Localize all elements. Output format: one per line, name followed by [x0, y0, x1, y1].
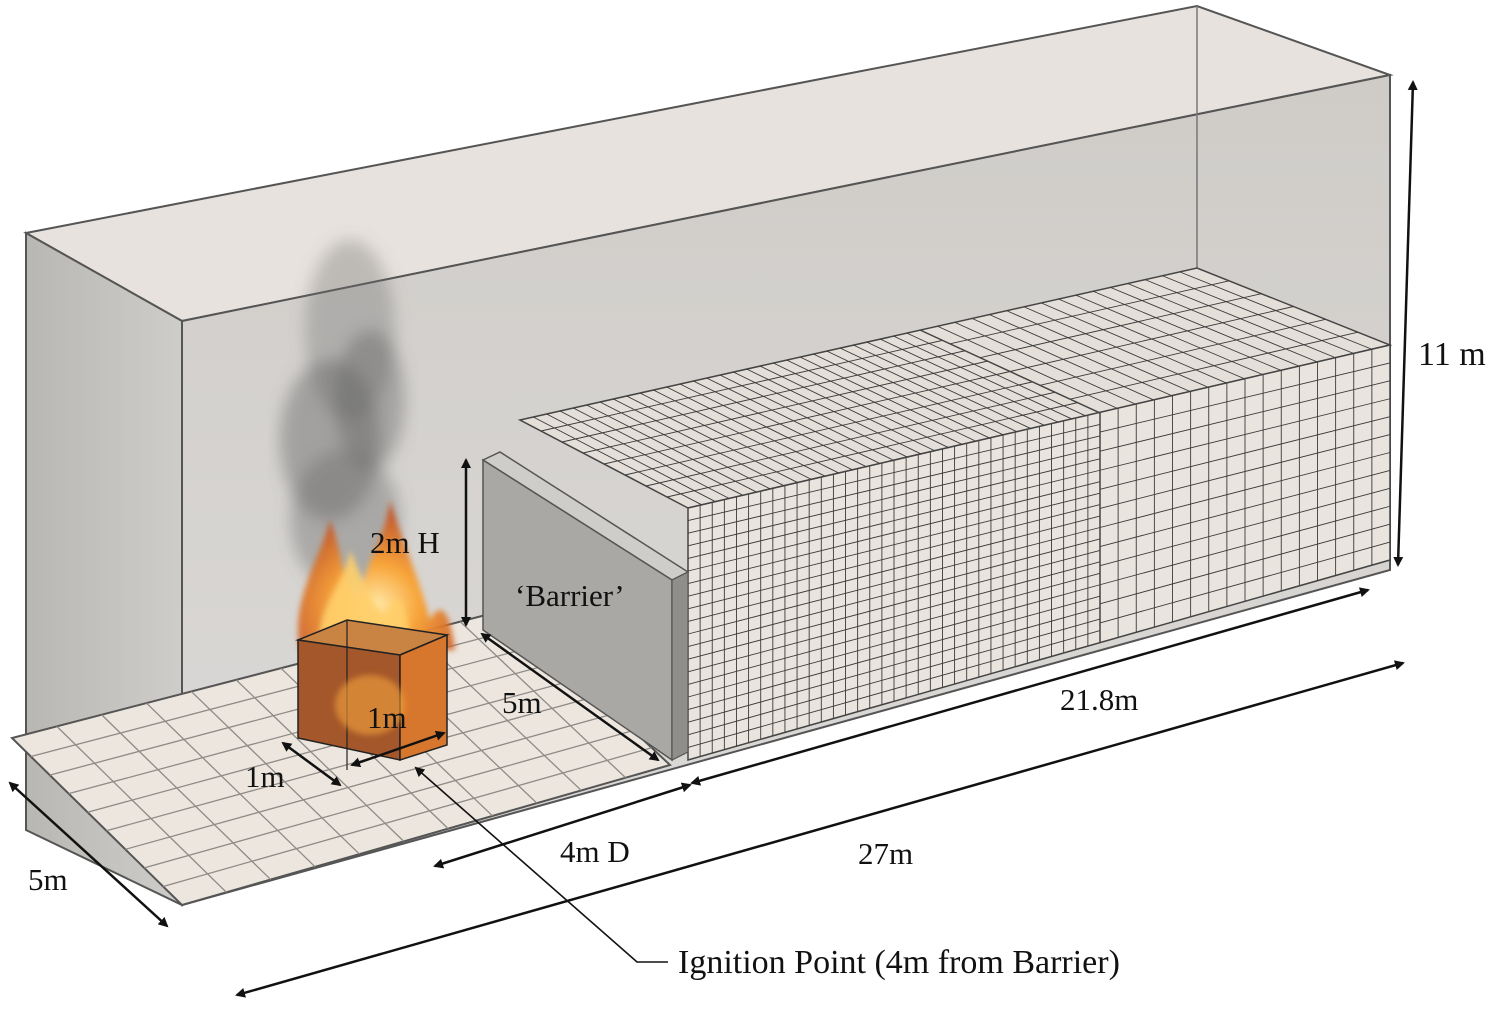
grid-line [687, 481, 1101, 585]
grid-line [624, 381, 1033, 476]
label-mesh-length: 21.8m [1060, 682, 1138, 717]
dimension-arrows [8, 80, 1418, 998]
grid-line [1099, 398, 1391, 471]
label-barrier-height: 2m H [370, 525, 440, 560]
barrier-side-face [671, 571, 689, 761]
label-width-left: 5m [28, 862, 68, 897]
grid-line [687, 458, 1101, 559]
grid-line [687, 435, 1101, 534]
grid-line [561, 350, 966, 443]
arrow-barrier-width [480, 632, 660, 762]
label-distance: 4m D [560, 834, 630, 869]
flames [297, 500, 455, 650]
grid-line [1009, 306, 1294, 372]
smoke-plume [280, 240, 405, 590]
grid-line [1099, 487, 1391, 567]
grid-line [1099, 416, 1391, 490]
grid-line [1099, 469, 1391, 548]
grid-line [1039, 318, 1326, 386]
mesh-region-divider [919, 329, 1101, 642]
grid-line [645, 391, 1056, 487]
grid-line [603, 371, 1011, 465]
grid-line [1099, 380, 1391, 452]
arrow-distance [433, 782, 692, 869]
label-barrier-name: ‘Barrier’ [515, 578, 625, 613]
grid-line [1099, 434, 1391, 509]
grid-line [979, 293, 1262, 359]
grid-line [1099, 362, 1391, 433]
labels: 11 m 5m 1m 1m 5m 2m H ‘Barrier’ 4m D 21.… [28, 336, 1486, 981]
label-ignition-note: Ignition Point (4m from Barrier) [678, 944, 1120, 981]
grid-line [1069, 331, 1358, 400]
grid-line [687, 469, 1101, 572]
arrow-cube-width [350, 730, 446, 768]
label-box-height: 11 m [1418, 336, 1486, 373]
ignition-leader [414, 766, 668, 963]
grid-line [949, 280, 1230, 345]
label-total-length: 27m [858, 836, 913, 871]
grid-line [687, 492, 1101, 597]
grid-line [666, 402, 1078, 498]
grid-line [1099, 505, 1391, 586]
label-barrier-width: 5m [502, 685, 542, 720]
grid-line [1099, 452, 1391, 528]
grid-line [687, 446, 1101, 547]
grid-line [540, 339, 943, 432]
arrow-width-left [8, 781, 169, 928]
arrow-mesh-length [690, 587, 1370, 786]
arrow-cube-depth [281, 741, 342, 787]
label-cube-depth: 1m [245, 759, 285, 794]
grid-line [687, 424, 1101, 522]
label-cube-width: 1m [367, 700, 407, 735]
grid-line [582, 360, 988, 454]
arrow-height [1393, 80, 1418, 567]
